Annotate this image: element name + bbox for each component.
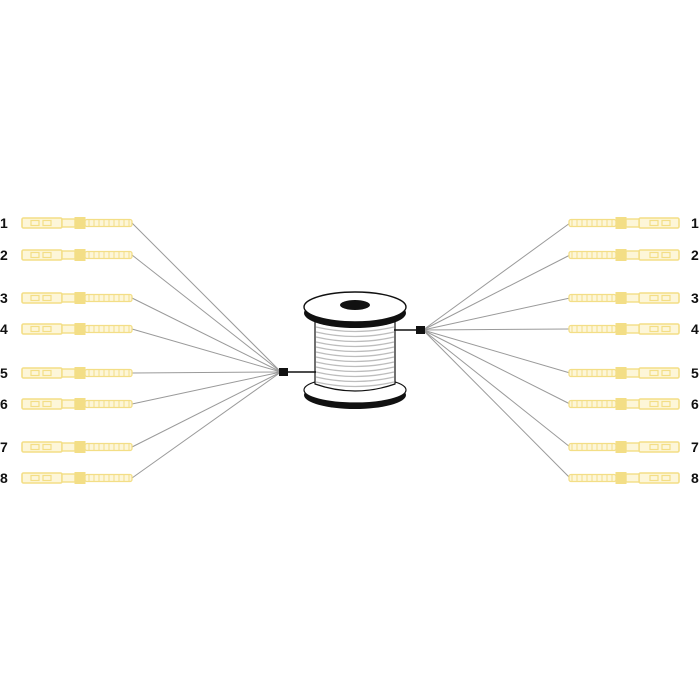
- port-label-right-4: 4: [691, 321, 699, 337]
- connector-right-8: [568, 472, 680, 484]
- port-label-left-2: 2: [0, 247, 8, 263]
- winding: [315, 336, 395, 343]
- connector-left-7: [21, 441, 133, 453]
- winding: [315, 351, 395, 358]
- connector-right-6: [568, 398, 680, 410]
- connector-left-8: [21, 472, 133, 484]
- winding: [315, 381, 395, 388]
- port-label-left-3: 3: [0, 290, 8, 306]
- connector-right-5: [568, 367, 680, 379]
- port-labels: 1 2 3 4 5 6 7 8 1 2 3 4 5 6 7 8: [0, 215, 699, 486]
- fiber-left-2: [131, 254, 282, 373]
- fiber-left-3: [131, 297, 282, 373]
- winding: [315, 331, 395, 338]
- fiber-right-8: [422, 329, 571, 479]
- fiber-right-1: [422, 222, 571, 331]
- connectors: [21, 217, 680, 484]
- port-label-left-5: 5: [0, 365, 8, 381]
- connector-right-4: [568, 323, 680, 335]
- fiber-left-4: [131, 328, 282, 373]
- connector-left-2: [21, 249, 133, 261]
- fanout-boot-left: [279, 368, 288, 376]
- port-label-left-6: 6: [0, 396, 8, 412]
- port-label-right-3: 3: [691, 290, 699, 306]
- port-label-right-7: 7: [691, 439, 699, 455]
- winding: [315, 326, 395, 333]
- winding: [315, 376, 395, 383]
- port-label-right-8: 8: [691, 470, 699, 486]
- cable-windings: [315, 321, 395, 388]
- connector-left-4: [21, 323, 133, 335]
- fiber-right-4: [422, 328, 571, 331]
- port-label-right-5: 5: [691, 365, 699, 381]
- fiber-right-7: [422, 329, 571, 448]
- winding: [315, 356, 395, 363]
- connector-left-5: [21, 367, 133, 379]
- connector-right-7: [568, 441, 680, 453]
- port-label-left-1: 1: [0, 215, 8, 231]
- fiber-left-5: [131, 371, 282, 374]
- connector-right-1: [568, 217, 680, 229]
- fiber-left-7: [131, 371, 282, 448]
- fiber-left-1: [131, 222, 282, 373]
- connector-left-1: [21, 217, 133, 229]
- connector-right-3: [568, 292, 680, 304]
- port-label-right-2: 2: [691, 247, 699, 263]
- connector-right-2: [568, 249, 680, 261]
- fanout-boot-right: [416, 326, 425, 334]
- winding: [315, 341, 395, 348]
- fiber-right-3: [422, 297, 571, 331]
- fiber-right-5: [422, 329, 571, 374]
- winding: [315, 361, 395, 368]
- connector-left-3: [21, 292, 133, 304]
- fiber-left-8: [131, 371, 282, 479]
- port-label-left-8: 8: [0, 470, 8, 486]
- port-label-left-4: 4: [0, 321, 8, 337]
- spool-hub: [340, 300, 370, 310]
- fiber-right-2: [422, 254, 571, 331]
- fiber-strands: [131, 222, 571, 479]
- cable-spool: [303, 291, 407, 409]
- port-label-right-6: 6: [691, 396, 699, 412]
- fiber-right-6: [422, 329, 571, 405]
- port-label-right-1: 1: [691, 215, 699, 231]
- winding: [315, 346, 395, 353]
- connector-left-6: [21, 398, 133, 410]
- fiber-left-6: [131, 371, 282, 405]
- winding: [315, 366, 395, 373]
- winding: [315, 371, 395, 378]
- port-label-left-7: 7: [0, 439, 8, 455]
